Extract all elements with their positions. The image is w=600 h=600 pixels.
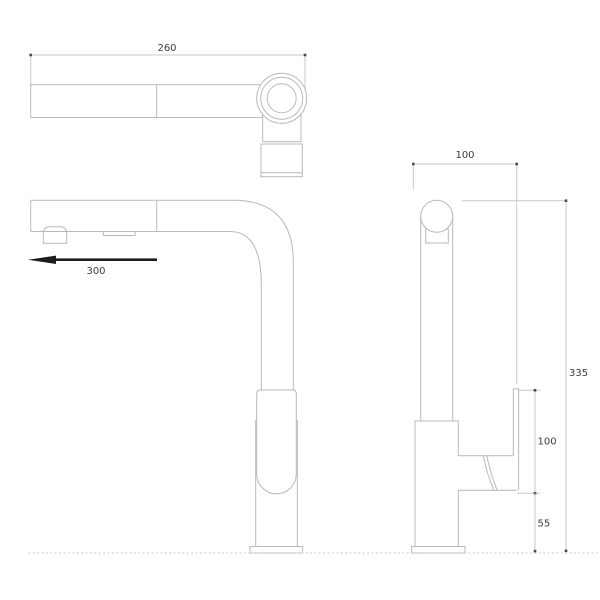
- handle-lever-blade: [512, 388, 520, 491]
- spray-head-aerator-block: [260, 143, 303, 178]
- front-view: 100 335: [411, 150, 588, 554]
- pivot-outer-circle: [256, 72, 308, 124]
- front-view-body-right-upper-edge: [452, 420, 459, 456]
- top-view-spout-bar: [30, 84, 281, 118]
- dim-335-tick-bottom: [564, 549, 568, 553]
- dim-55-label: 55: [538, 519, 551, 530]
- side-view-spout-inner-edge: [30, 231, 262, 390]
- handle-hub-curve-right: [486, 455, 498, 491]
- pivot-middle-circle: [260, 76, 304, 120]
- dim-335: 335: [461, 199, 588, 553]
- side-view-spout-outer-edge: [30, 199, 294, 390]
- dim-100-top-label: 100: [455, 150, 474, 161]
- dim-100-handle-tick-top: [533, 389, 537, 392]
- side-view-spray-nozzle: [42, 226, 68, 244]
- handle-hub-curve-left: [482, 455, 495, 491]
- side-view-hose-housing: [256, 389, 297, 495]
- dim-55-tick-bottom: [533, 549, 537, 553]
- side-view-body-left-edge: [255, 420, 257, 547]
- dim-300: 300: [28, 255, 157, 277]
- dim-260-tick-right: [303, 53, 307, 57]
- side-view: 300: [28, 199, 304, 554]
- dim-260-tick-left: [29, 53, 32, 57]
- pullout-arrow-head: [28, 255, 56, 264]
- dim-300-label: 300: [86, 266, 105, 277]
- dim-260-label: 260: [157, 43, 176, 54]
- side-view-spout-notch: [102, 231, 136, 236]
- pivot-inner-circle: [266, 83, 297, 114]
- dim-100-handle-label: 100: [538, 437, 557, 448]
- top-view: 260: [29, 43, 308, 178]
- dim-260: 260: [29, 43, 307, 90]
- front-view-handle: [458, 388, 520, 491]
- dim-335-label: 335: [569, 368, 588, 379]
- dim-335-tick-top: [564, 199, 568, 202]
- front-view-spout-end-circle: [420, 199, 454, 233]
- dim-55: 55: [533, 493, 551, 553]
- dim-100-top-tick-left: [412, 162, 415, 166]
- pullout-arrow-shaft: [54, 258, 157, 261]
- side-view-body-right-edge: [296, 420, 298, 547]
- front-view-riser-column: [420, 215, 454, 422]
- side-view-base-plate: [249, 546, 304, 554]
- front-view-body: [411, 420, 466, 554]
- front-view-body-left-edge: [414, 420, 421, 547]
- top-view-pivot-joint: [256, 72, 308, 124]
- front-view-base-plate: [411, 546, 466, 554]
- dim-100-top-tick-right: [515, 162, 518, 166]
- dim-100-handle: 100: [517, 389, 557, 495]
